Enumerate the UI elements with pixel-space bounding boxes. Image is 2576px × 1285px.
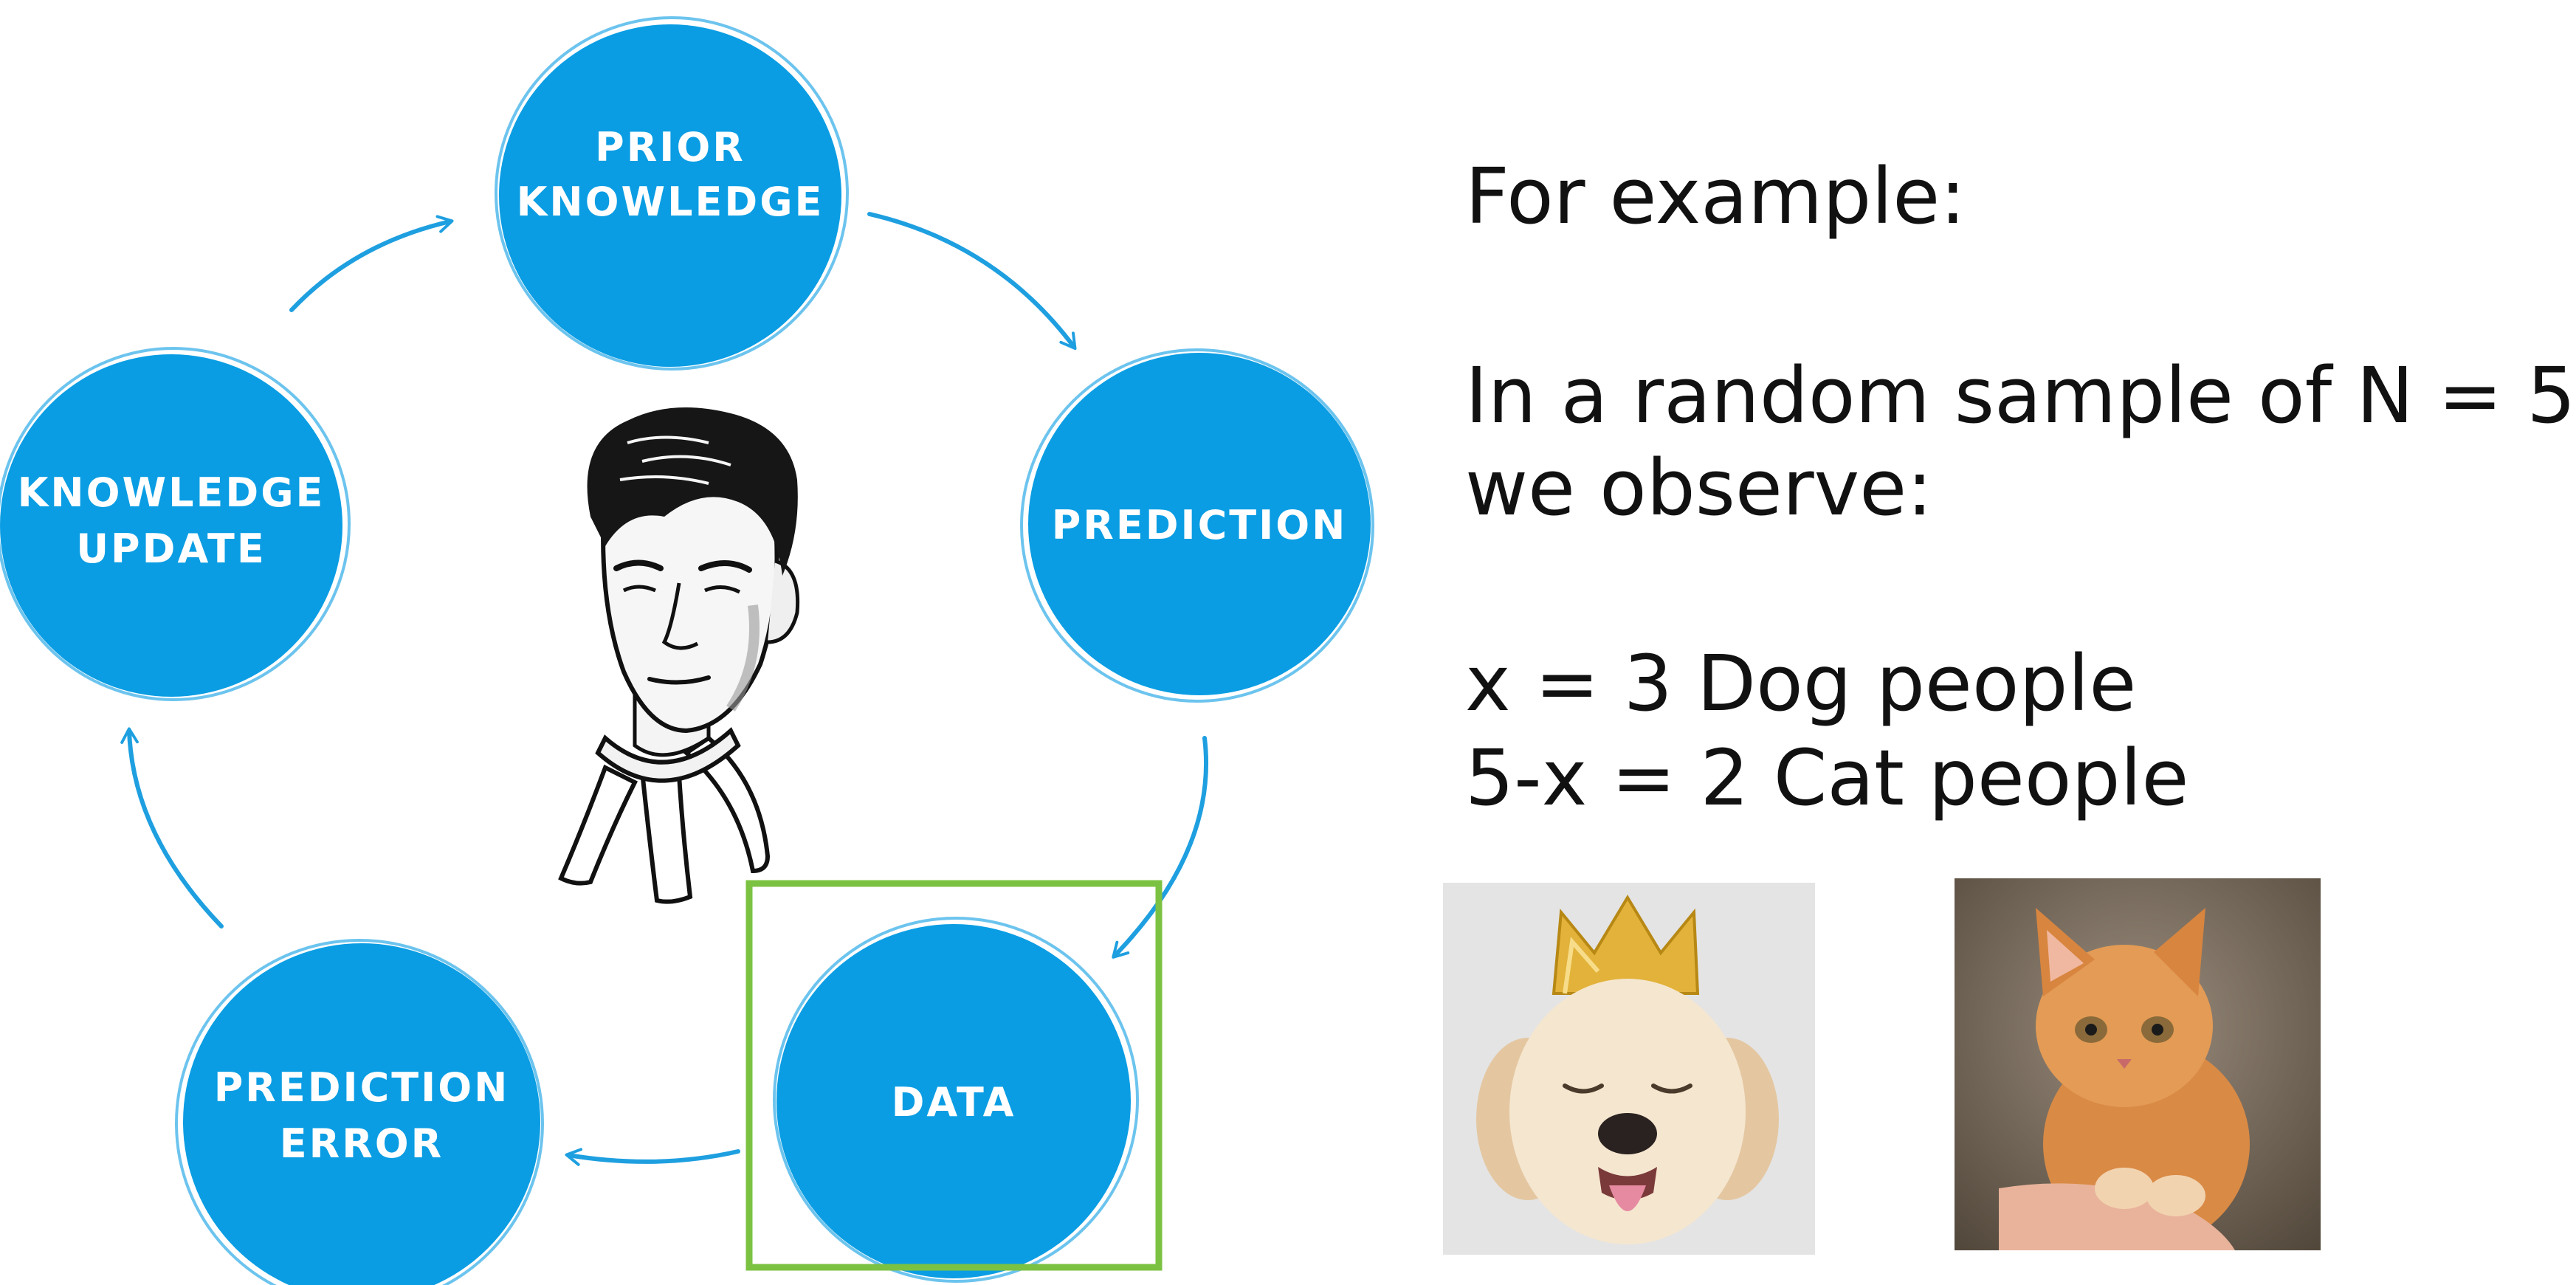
example-heading: For example: — [1465, 151, 1966, 241]
node-prediction: PREDICTION — [1020, 348, 1374, 703]
dog-photo — [1443, 883, 1815, 1255]
node-prediction-error: PREDICTION ERROR — [175, 939, 544, 1285]
cat-photo — [1955, 878, 2321, 1250]
arrow-prior-to-prediction — [867, 212, 1077, 351]
prediction-label: PREDICTION — [1052, 502, 1348, 548]
dog-people-line: x = 3 Dog people — [1465, 638, 2137, 728]
node-prior-knowledge: PRIOR KNOWLEDGE — [495, 16, 849, 371]
sample-line-2: we observe: — [1465, 443, 1933, 533]
prediction-error-label-1: PREDICTION — [214, 1064, 510, 1111]
node-data: DATA — [773, 917, 1139, 1283]
node-knowledge-update: KNOWLEDGE UPDATE — [0, 347, 351, 701]
arrow-update-to-prior — [289, 215, 454, 312]
prediction-error-label-2: ERROR — [280, 1120, 444, 1167]
arrow-error-to-update — [120, 727, 224, 929]
cat-people-line: 5-x = 2 Cat people — [1465, 733, 2189, 823]
data-label: DATA — [892, 1079, 1016, 1126]
cycle-diagram: PRIOR KNOWLEDGE PREDICTION DATA PREDICTI… — [0, 16, 1374, 1285]
arrow-data-to-error — [565, 1148, 740, 1166]
sample-line-1: In a random sample of N = 5 — [1465, 351, 2576, 441]
data-highlight-box — [745, 880, 1163, 1271]
prior-knowledge-label-2: KNOWLEDGE — [517, 179, 824, 225]
portrait-illustration — [558, 407, 800, 904]
prior-knowledge-label-1: PRIOR — [595, 124, 745, 170]
knowledge-update-label-2: UPDATE — [76, 526, 266, 572]
arrow-prediction-to-data — [1112, 736, 1209, 959]
knowledge-update-label-1: KNOWLEDGE — [18, 469, 326, 516]
